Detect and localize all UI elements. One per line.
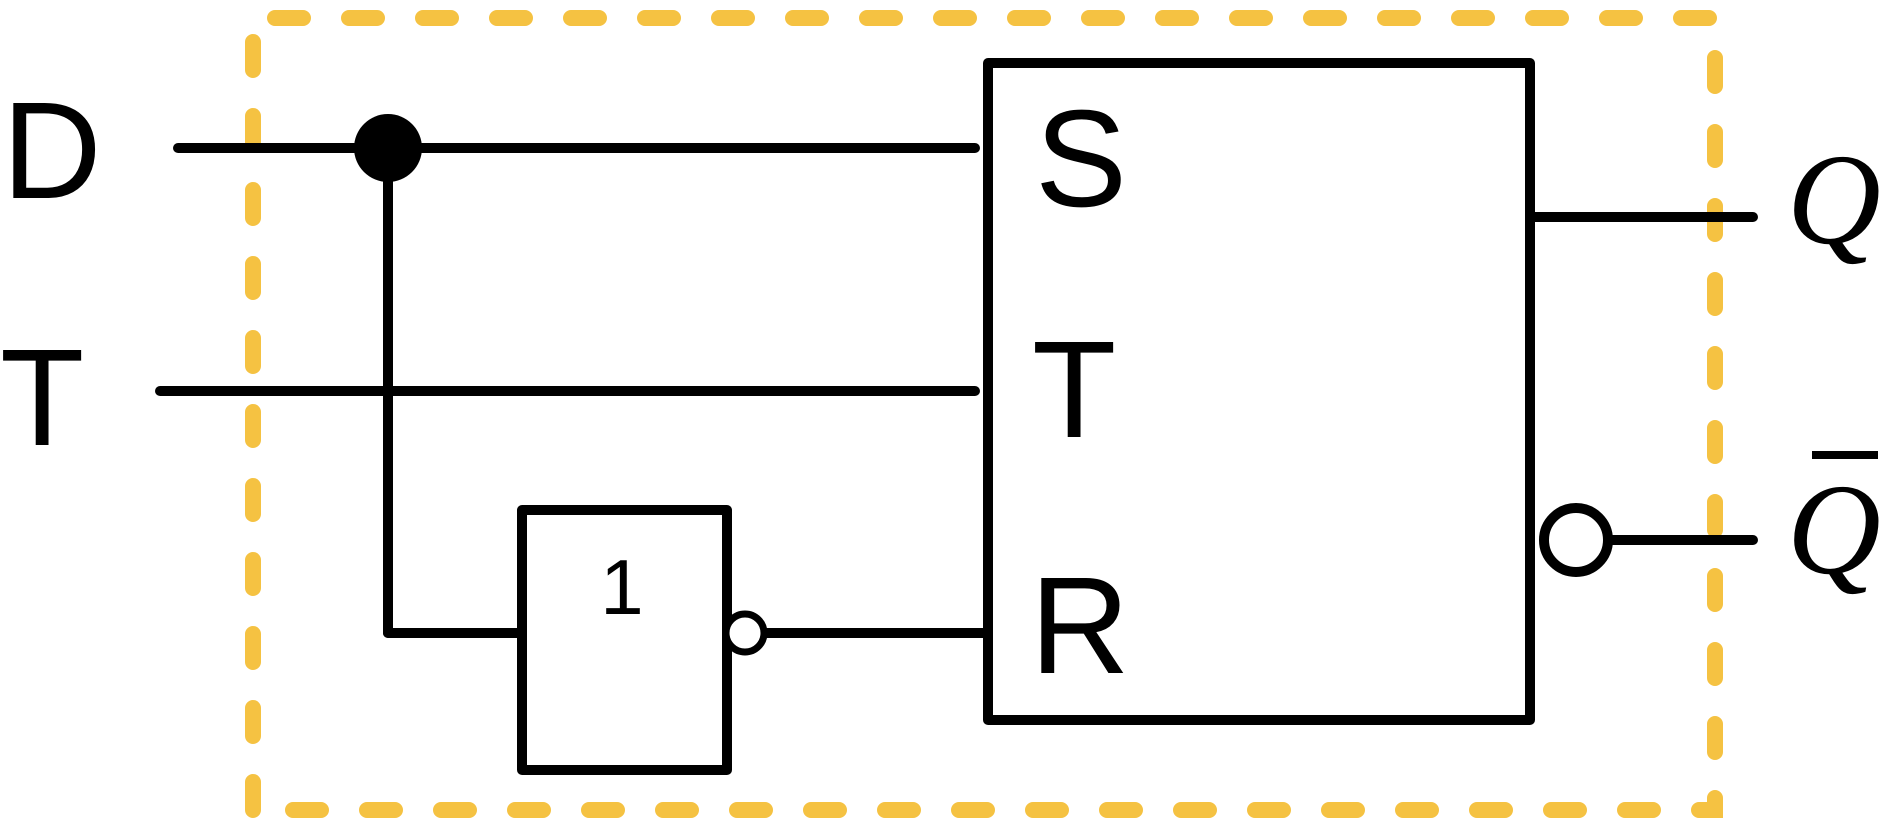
flipflop-pin-r: R	[1030, 549, 1130, 703]
dashed-boundary	[245, 10, 1723, 818]
junction-dot	[354, 114, 422, 182]
inverter-gate	[517, 505, 732, 775]
flipflop-block	[983, 58, 1535, 725]
inverter-bubble	[722, 610, 768, 656]
flipflop-pin-t: T	[1032, 313, 1116, 467]
output-label-qbar: Q	[1787, 458, 1881, 602]
output-label-q: Q	[1787, 128, 1881, 272]
input-label-t: T	[0, 321, 84, 475]
inverter-label: 1	[600, 543, 643, 631]
flipflop-pin-s: S	[1035, 82, 1127, 236]
qbar-output-bubble	[1539, 503, 1613, 577]
input-label-d: D	[2, 74, 102, 228]
